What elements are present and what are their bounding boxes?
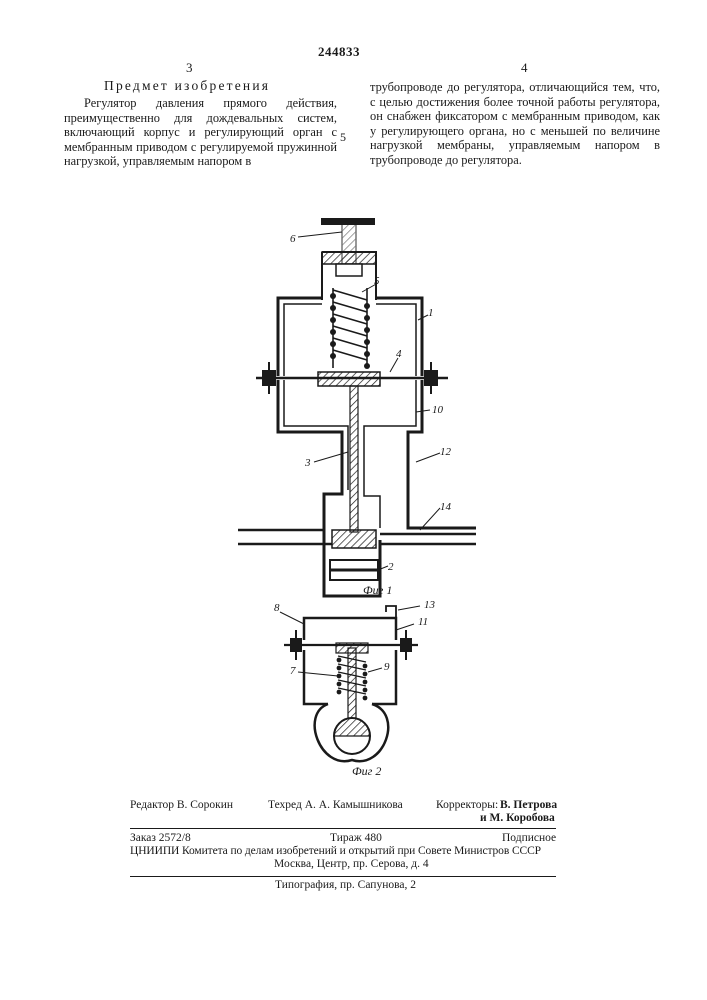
editor-credit: Редактор В. Сорокин (130, 799, 233, 812)
technical-drawing: 6 5 1 4 10 3 12 14 2 Фиг 1 8 13 11 7 9 Ф… (220, 205, 480, 785)
label-12: 12 (440, 446, 452, 458)
line-number-marker: 5 (340, 130, 346, 145)
label-4: 4 (396, 348, 402, 360)
corrector-1: В. Петрова (500, 799, 557, 812)
footer-divider-bottom (130, 876, 556, 877)
label-11: 11 (418, 616, 428, 628)
figure-2-drawing (280, 606, 420, 761)
figure-2-caption: Фиг 2 (352, 764, 381, 778)
label-8: 8 (274, 602, 280, 614)
label-2: 2 (388, 561, 394, 573)
figure-1-caption: Фиг 1 (363, 583, 392, 597)
patent-number: 244833 (318, 44, 360, 60)
left-column-text: Регулятор давления прямого действия, пре… (64, 96, 337, 169)
order-number: Заказ 2572/8 (130, 832, 191, 845)
claim-text-right: трубопроводе до регулятора, отличающийся… (370, 80, 660, 168)
claim-text-left: Регулятор давления прямого действия, пре… (64, 96, 337, 169)
techred-credit: Техред А. А. Камышникова (268, 799, 403, 812)
printer: Типография, пр. Сапунова, 2 (275, 879, 416, 892)
subscription: Подписное (502, 832, 556, 845)
label-7: 7 (290, 665, 296, 677)
label-10: 10 (432, 404, 444, 416)
address: Москва, Центр, пр. Серова, д. 4 (274, 858, 429, 871)
column-number-left: 3 (186, 60, 193, 76)
correctors-label: Корректоры: (436, 799, 498, 812)
claims-heading: Предмет изобретения (104, 78, 270, 94)
circulation: Тираж 480 (330, 832, 382, 845)
label-5: 5 (374, 275, 380, 287)
label-1: 1 (428, 307, 434, 319)
footer-divider (130, 828, 556, 829)
label-13: 13 (424, 599, 436, 611)
corrector-2: и М. Коробова (480, 812, 555, 825)
label-9: 9 (384, 661, 390, 673)
column-number-right: 4 (521, 60, 528, 76)
label-3: 3 (304, 457, 311, 469)
right-column-text: трубопроводе до регулятора, отличающийся… (370, 80, 660, 168)
label-6: 6 (290, 233, 296, 245)
label-14: 14 (440, 501, 452, 513)
organization: ЦНИИПИ Комитета по делам изобретений и о… (130, 845, 541, 858)
